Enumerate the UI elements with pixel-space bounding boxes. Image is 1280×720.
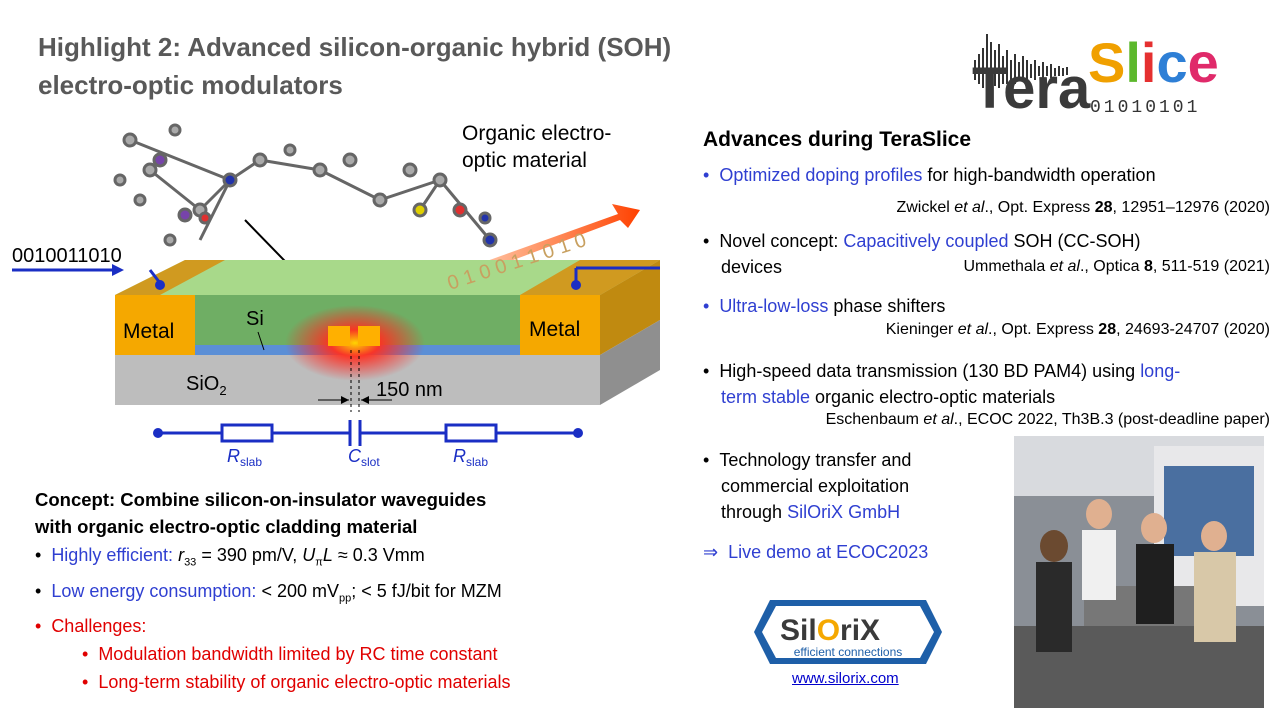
metal-left-label: Metal [123, 320, 174, 343]
concept-item-energy: • Low energy consumption: < 200 mVpp; < … [35, 580, 502, 605]
si-pointer [257, 331, 265, 351]
molecule-illustration [113, 123, 498, 248]
logo-slice-text: Slice [1088, 31, 1219, 94]
metal-right-label: Metal [529, 318, 580, 341]
metal-left-front [115, 295, 195, 355]
concept-heading-line-1: Concept: Combine silicon-on-insulator wa… [35, 489, 487, 510]
optical-mode-glow [285, 305, 425, 381]
ref-zwickel: Zwickel et al., Opt. Express 28, 12951–1… [896, 199, 1270, 216]
diagram-graphic: Organic electro- optic material Metal Me… [12, 122, 660, 469]
resistor-right [444, 423, 498, 443]
input-arrowhead [112, 264, 124, 276]
teraslice-logo-graphic: Tera Slice 01010101 [972, 31, 1219, 121]
logo-tera-text: Tera [972, 56, 1091, 120]
si-rail-left [328, 326, 350, 346]
logo-letter-s: S [1088, 31, 1125, 94]
logo-letter-c: c [1156, 31, 1187, 94]
organic-label-1: Organic electro- [462, 122, 611, 145]
title-line-2: electro-optic modulators [38, 70, 343, 100]
logo-letter-l: l [1125, 31, 1141, 94]
challenge-bandwidth: • Modulation bandwidth limited by RC tim… [82, 644, 498, 665]
metal-right-side [600, 260, 660, 355]
live-demo-line: ⇒ Live demo at ECOC2023 [703, 542, 929, 562]
advance-item-data-transmission-line2: term stable organic electro-optic materi… [721, 387, 1056, 407]
logo-wave-bars [974, 34, 1068, 94]
concept-item-efficiency: • Highly efficient: r33 = 390 pm/V, UπL … [35, 545, 425, 569]
teraslice-logo: Tera Slice 01010101 [968, 20, 1224, 121]
concept-list: • Highly efficient: r33 = 390 pm/V, UπL … [35, 541, 675, 696]
implies-arrow-icon: ⇒ [703, 542, 719, 562]
input-contact [155, 280, 165, 290]
organic-cladding-top [115, 260, 660, 295]
bullet-dot: • [35, 616, 52, 637]
logo-digits: 01010101 [1090, 98, 1200, 118]
silorix-hexagon-inner [762, 606, 934, 658]
organic-label-2: optic material [462, 149, 587, 172]
dim-arrowhead-right [361, 396, 369, 404]
advance-item-ccsoh-line2: devices [721, 257, 783, 277]
challenge-stability: • Long-term stability of organic electro… [82, 672, 511, 693]
advance-item-phase-shifters: • Ultra-low-loss phase shifters [703, 296, 946, 316]
booth-photo-placeholder [1014, 436, 1264, 708]
c-slot-label: Cslot [348, 446, 380, 469]
input-bits: 0010011010 [12, 245, 122, 267]
advances-heading: Advances during TeraSlice [703, 128, 972, 151]
title-line-1: Highlight 2: Advanced silicon-organic hy… [38, 32, 672, 62]
slot-width-label: 150 nm [376, 379, 443, 401]
bullet-dot: • [82, 672, 99, 693]
r-slab-left-label: Rslab [227, 446, 262, 469]
sio2-side [600, 320, 660, 405]
silorix-website-link[interactable]: www.silorix.com [792, 670, 899, 687]
logo-letter-i: i [1141, 31, 1157, 94]
concept-heading: Concept: Combine silicon-on-insulator wa… [35, 486, 486, 540]
ref-eschenbaum: Eschenbaum et al., ECOC 2022, Th3B.3 (po… [825, 411, 1270, 428]
advance-item-tech-transfer: • Technology transfer and commercial exp… [703, 450, 912, 522]
output-contact [571, 280, 581, 290]
bullet-dot: • [82, 644, 99, 665]
ref-kieninger: Kieninger et al., Opt. Express 28, 24693… [885, 321, 1270, 338]
r-slab-right-label: Rslab [453, 446, 488, 469]
soh-modulator-diagram: Organic electro- optic material Metal Me… [0, 100, 690, 480]
metal-right-front [520, 295, 600, 355]
bullet-dot: • [35, 545, 52, 565]
resistor-left [220, 423, 274, 443]
ref-ummethala: Ummethala et al., Optica 8, 511-519 (202… [963, 258, 1270, 275]
silorix-wordmark: SilOriX [780, 614, 880, 647]
advance-item-ccsoh: • Novel concept: Capacitively coupled SO… [703, 231, 1141, 251]
concept-item-challenges: • Challenges: [35, 616, 147, 637]
concept-heading-line-2: with organic electro-optic cladding mate… [35, 516, 418, 537]
ecoc-booth-photo [1014, 436, 1264, 708]
bullet-dot: • [35, 580, 52, 601]
advance-item-doping: • Optimized doping profiles for high-ban… [703, 165, 1156, 185]
page-title: Highlight 2: Advanced silicon-organic hy… [38, 28, 798, 104]
silorix-logo-graphic: SilOriX efficient connections [754, 600, 942, 664]
metal-left-top [115, 260, 225, 295]
logo-letter-e: e [1188, 31, 1219, 94]
advance-item-data-transmission: • High-speed data transmission (130 BD P… [703, 361, 1181, 381]
silorix-tagline: efficient connections [794, 645, 903, 659]
silorix-logo: SilOriX efficient connections [752, 598, 944, 666]
silorix-gmbh-link[interactable]: SilOriX GmbH [787, 502, 901, 522]
si-rail-right [358, 326, 380, 346]
dim-arrowhead-left [341, 396, 349, 404]
si-label: Si [246, 308, 264, 330]
rc-equivalent-circuit [153, 420, 583, 446]
sio2-label: SiO2 [186, 373, 227, 398]
